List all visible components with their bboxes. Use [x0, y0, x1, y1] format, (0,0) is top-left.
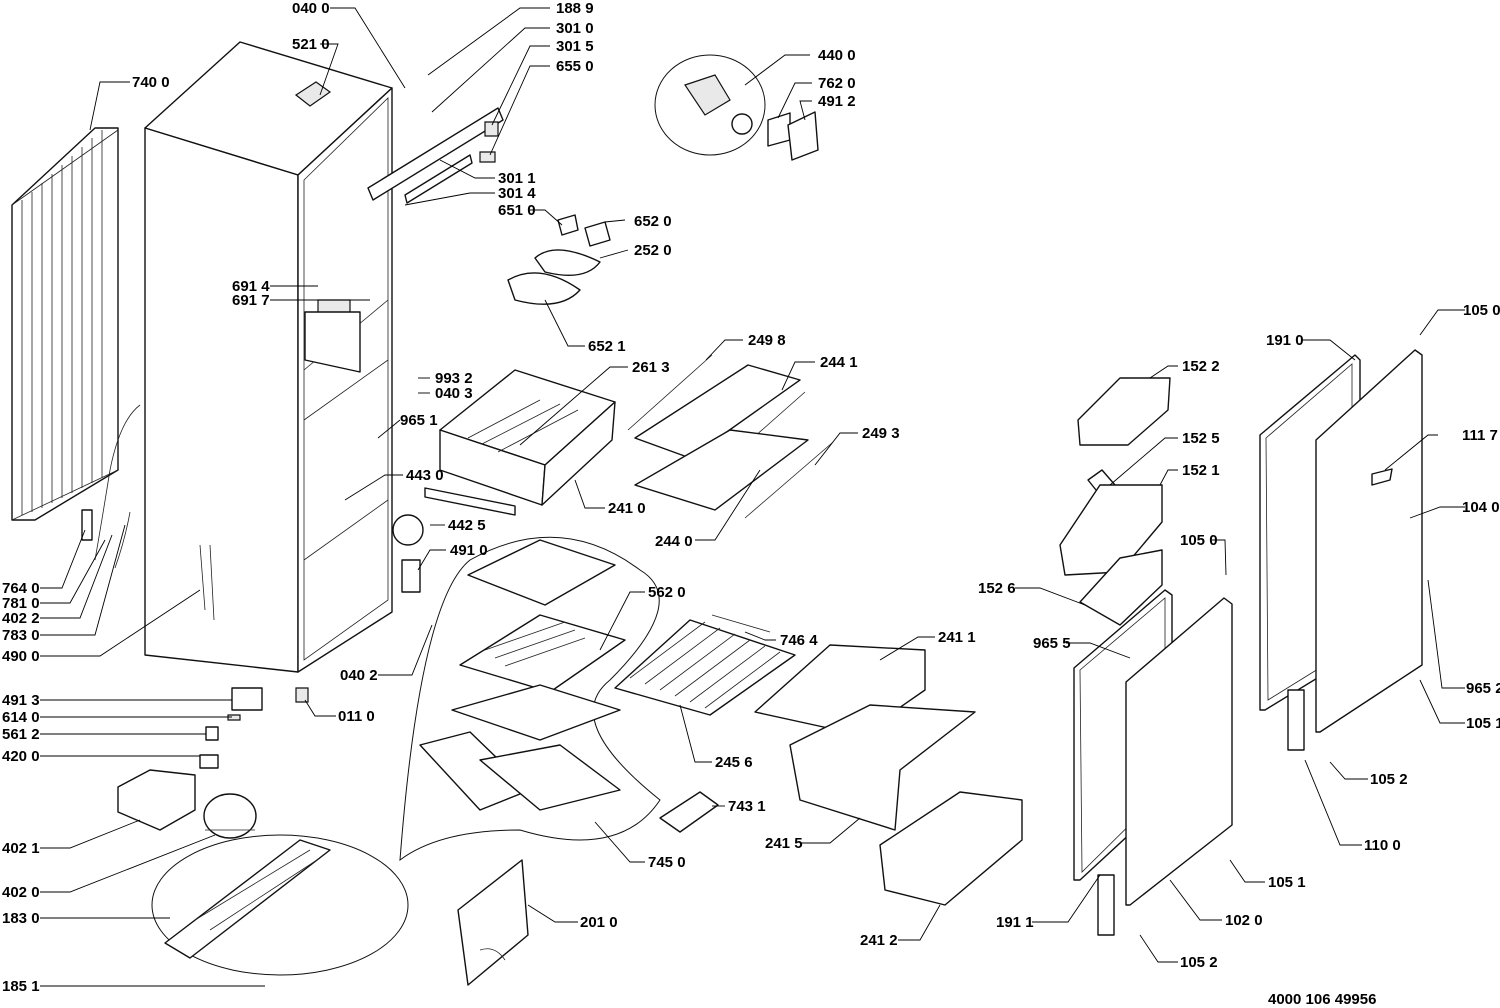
callout-191-1: 191 1 [996, 914, 1034, 931]
upper-door [1259, 349, 1423, 751]
callout-241-0: 241 0 [608, 500, 646, 517]
tubes [81, 404, 215, 621]
door-bins [1059, 377, 1171, 626]
callout-402-2: 402 2 [2, 610, 40, 627]
callout-105-0-mid: 105 0 [1180, 532, 1218, 549]
callout-104-0: 104 0 [1462, 499, 1500, 516]
callout-152-6: 152 6 [978, 580, 1016, 597]
callout-105-2-bottom: 105 2 [1180, 954, 1218, 971]
fan-motor-group [654, 54, 819, 161]
callout-201-0: 201 0 [580, 914, 618, 931]
callout-110-0: 110 0 [1364, 837, 1401, 854]
callout-249-3: 249 3 [862, 425, 900, 442]
part-drawings [11, 41, 1423, 986]
callout-252-0: 252 0 [634, 242, 672, 259]
callout-301-0: 301 0 [556, 20, 594, 37]
callout-781-0: 781 0 [2, 595, 40, 612]
callout-691-4: 691 4 [232, 278, 270, 295]
rear-cover [457, 859, 529, 986]
callout-965-5: 965 5 [1033, 635, 1071, 652]
callout-244-0: 244 0 [655, 533, 693, 550]
callout-152-1: 152 1 [1182, 462, 1220, 479]
callout-301-1: 301 1 [498, 170, 536, 187]
callout-783-0: 783 0 [2, 627, 40, 644]
callout-562-0: 562 0 [648, 584, 686, 601]
callout-244-1: 244 1 [820, 354, 858, 371]
callout-105-1-mid: 105 1 [1268, 874, 1306, 891]
callout-040-0: 040 0 [292, 0, 330, 17]
callout-965-1: 965 1 [400, 412, 438, 429]
callout-301-5: 301 5 [556, 38, 594, 55]
callout-245-6: 245 6 [715, 754, 753, 771]
callout-402-0: 402 0 [2, 884, 40, 901]
callout-764-0: 764 0 [2, 580, 40, 597]
callout-102-0: 102 0 [1225, 912, 1263, 929]
callout-651-0: 651 0 [498, 202, 536, 219]
callout-655-0: 655 0 [556, 58, 594, 75]
callout-185-1: 185 1 [2, 978, 40, 995]
callout-743-1: 743 1 [728, 798, 766, 815]
callout-440-0: 440 0 [818, 47, 856, 64]
callout-261-3: 261 3 [632, 359, 670, 376]
callout-561-2: 561 2 [2, 726, 40, 743]
callout-111-7: 111 7 [1462, 427, 1498, 444]
callout-521-0: 521 0 [292, 36, 330, 53]
document-id: 4000 106 49956 [1268, 991, 1376, 1008]
compressor-area [117, 769, 257, 839]
callout-301-4: 301 4 [498, 185, 536, 202]
callout-691-7: 691 7 [232, 292, 270, 309]
condenser-coil [11, 127, 119, 521]
callout-241-2: 241 2 [860, 932, 898, 949]
small-parts [199, 514, 719, 833]
base-plate-group [151, 834, 409, 976]
callout-241-1: 241 1 [938, 629, 976, 646]
callout-105-1-right: 105 1 [1466, 715, 1500, 732]
callout-614-0: 614 0 [2, 709, 40, 726]
callout-152-2: 152 2 [1182, 358, 1220, 375]
callout-420-0: 420 0 [2, 748, 40, 765]
callout-491-3: 491 3 [2, 692, 40, 709]
callout-762-0: 762 0 [818, 75, 856, 92]
callout-152-5: 152 5 [1182, 430, 1220, 447]
callout-490-0: 490 0 [2, 648, 40, 665]
callout-740-0: 740 0 [132, 74, 170, 91]
callout-491-0: 491 0 [450, 542, 488, 559]
cabinet-body [144, 41, 393, 703]
callout-105-0-top: 105 0 [1463, 302, 1500, 319]
callout-402-1: 402 1 [2, 840, 40, 857]
glass-shelves [627, 354, 833, 519]
callout-249-8: 249 8 [748, 332, 786, 349]
callout-105-2-right: 105 2 [1370, 771, 1408, 788]
wire-shelf [614, 614, 796, 716]
callout-188-9: 188 9 [556, 0, 594, 17]
callout-040-3: 040 3 [435, 385, 473, 402]
callout-011-0: 011 0 [338, 708, 375, 725]
callout-652-0: 652 0 [634, 213, 672, 230]
callout-652-1: 652 1 [588, 338, 626, 355]
leader-lines [40, 7, 1465, 987]
callout-191-0: 191 0 [1266, 332, 1304, 349]
callout-183-0: 183 0 [2, 910, 40, 927]
callout-040-2: 040 2 [340, 667, 378, 684]
callout-965-2: 965 2 [1466, 680, 1500, 697]
lamp-assembly [507, 214, 611, 305]
callout-745-0: 745 0 [648, 854, 686, 871]
callout-746-4: 746 4 [780, 632, 818, 649]
freezer-drawers [754, 644, 1023, 906]
callout-993-2: 993 2 [435, 370, 473, 387]
evaporator-group [399, 536, 661, 862]
callout-442-5: 442 5 [448, 517, 486, 534]
lower-door [1073, 589, 1233, 936]
callout-443-0: 443 0 [406, 467, 444, 484]
callout-491-2: 491 2 [818, 93, 856, 110]
crisper-drawer-upper [424, 369, 616, 516]
callout-241-5: 241 5 [765, 835, 803, 852]
